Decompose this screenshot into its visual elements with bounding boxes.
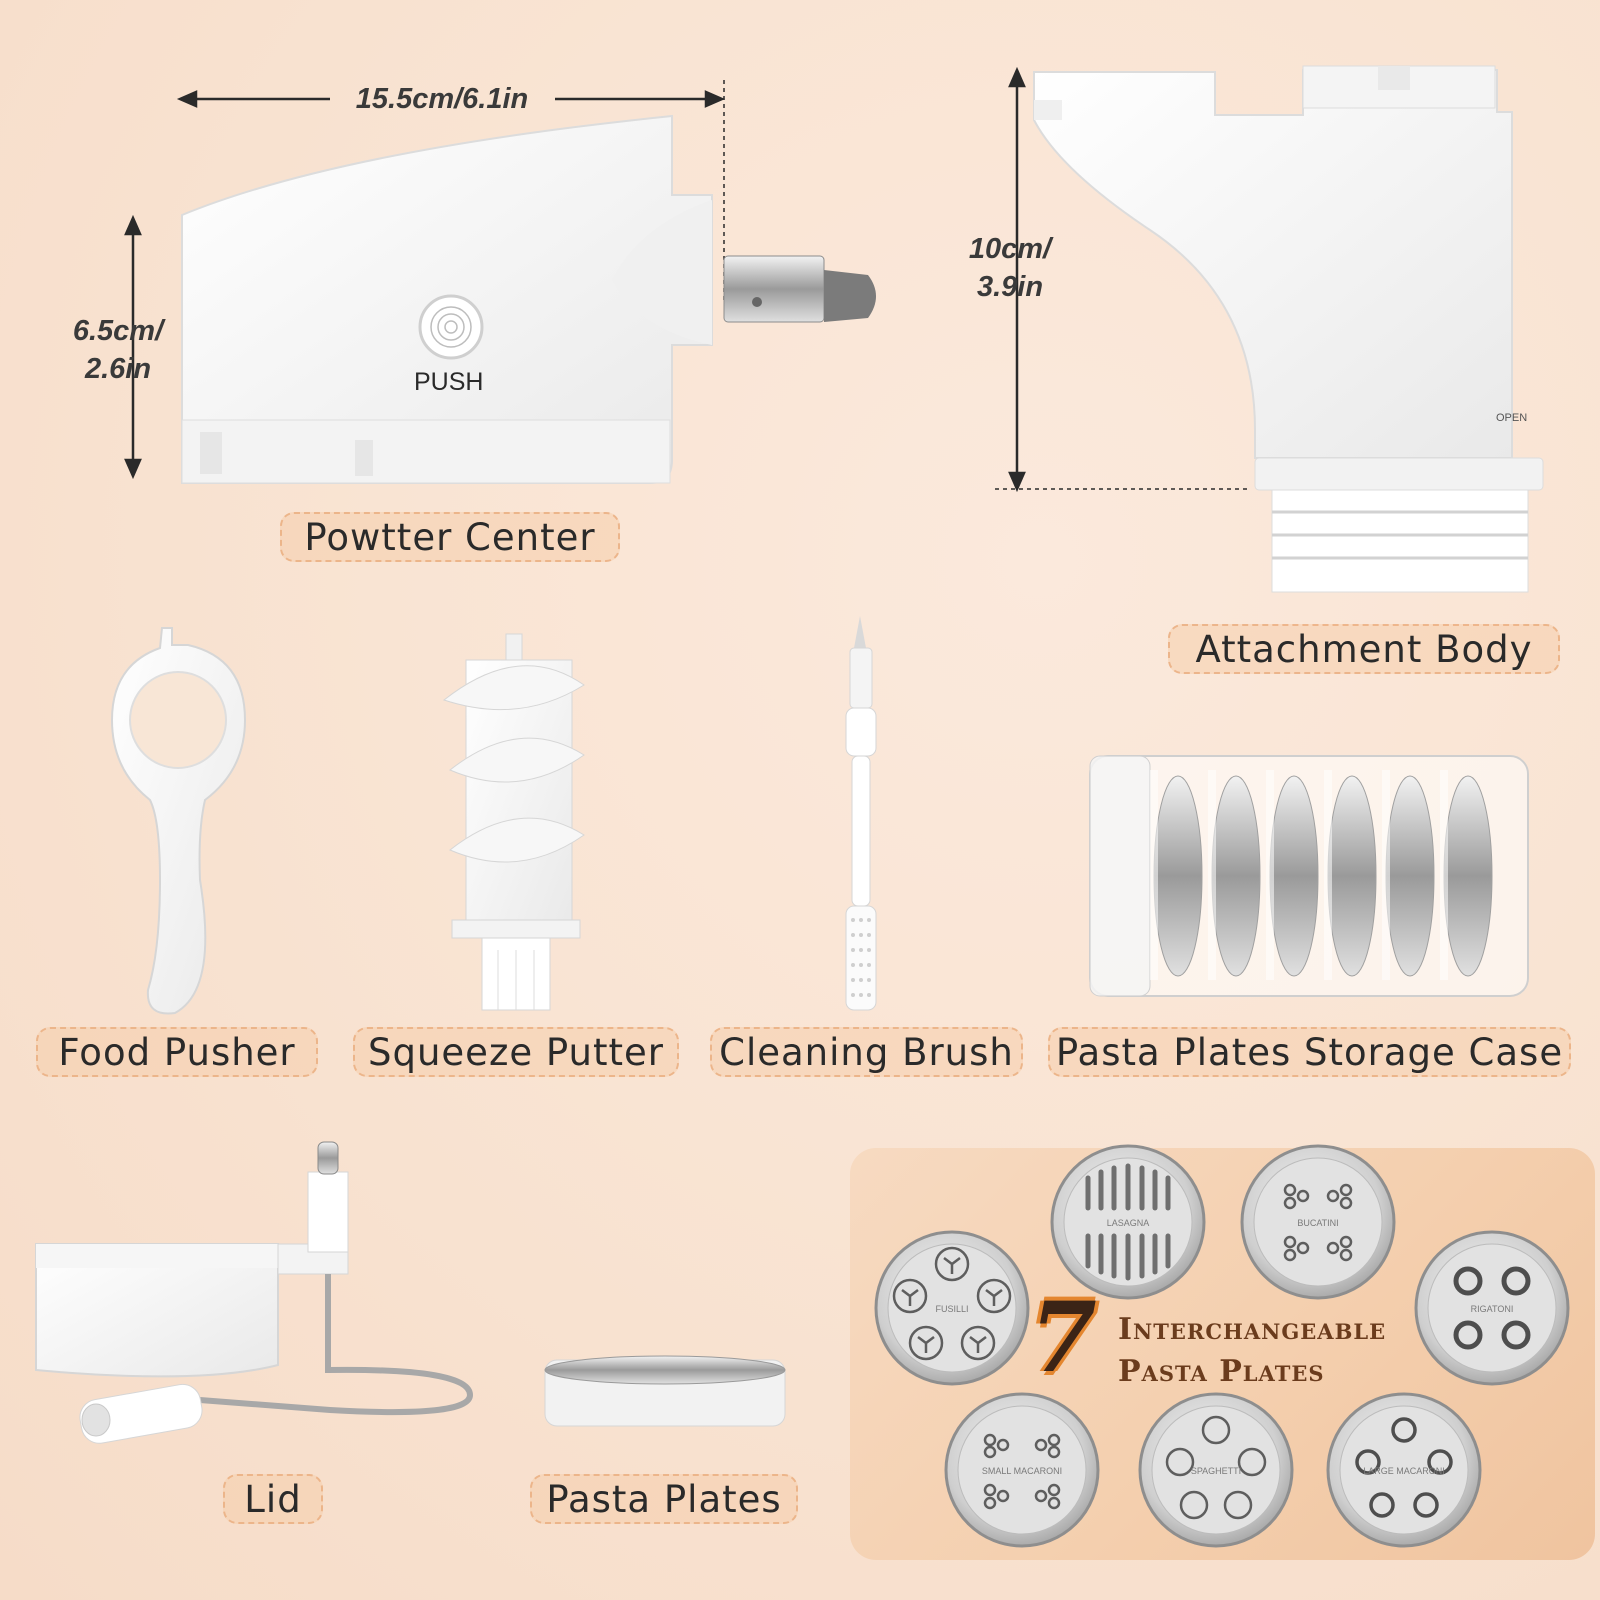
pasta-plate-image bbox=[544, 1355, 786, 1427]
plate-rigatoni: RIGATONI bbox=[1414, 1230, 1570, 1386]
squeeze-putter-label: Squeeze Putter bbox=[353, 1027, 679, 1077]
small-hole-pattern-icon bbox=[983, 1433, 1061, 1510]
height-dimension-line1: 6.5cm/ bbox=[72, 315, 164, 347]
plate-lasagna: LASAGNA bbox=[1050, 1144, 1206, 1300]
ring-pattern-icon bbox=[1453, 1266, 1531, 1350]
body-height-dimension-line2: 3.9in bbox=[976, 271, 1044, 303]
plate-name-bucatini: BUCATINI bbox=[1297, 1218, 1338, 1228]
hole-pattern-icon bbox=[1283, 1183, 1353, 1262]
power-center-image bbox=[181, 114, 876, 484]
plate-name-rigatoni: RIGATONI bbox=[1471, 1304, 1514, 1314]
food-pusher-image bbox=[110, 627, 247, 1015]
plate-fusilli: FUSILLI bbox=[874, 1230, 1030, 1386]
attachment-body-label: Attachment Body bbox=[1168, 624, 1560, 674]
width-dimension-arrow bbox=[176, 80, 726, 300]
height-dimension-line2: 2.6in bbox=[84, 353, 152, 385]
power-center-label: Powtter Center bbox=[280, 512, 620, 562]
body-height-dimension-arrow bbox=[995, 66, 1250, 493]
cleaning-brush-image bbox=[845, 616, 877, 1011]
plate-spaghetti: SPAGHETTI bbox=[1138, 1392, 1294, 1548]
plate-name-large-macaroni: LARGE MACARONI bbox=[1363, 1466, 1445, 1476]
headline-line1: Interchangeable bbox=[1118, 1312, 1387, 1347]
plate-large-macaroni: LARGE MACARONI bbox=[1326, 1392, 1482, 1548]
body-height-dimension-line1: 10cm/ bbox=[968, 233, 1052, 265]
slot-pattern-icon bbox=[1085, 1163, 1171, 1281]
height-dimension-arrow bbox=[124, 214, 142, 480]
food-pusher-label: Food Pusher bbox=[36, 1027, 318, 1077]
plate-name-small-macaroni: SMALL MACARONI bbox=[982, 1466, 1062, 1476]
cleaning-brush-label: Cleaning Brush bbox=[710, 1027, 1023, 1077]
plate-name-fusilli: FUSILLI bbox=[935, 1304, 968, 1314]
pasta-plates-label: Pasta Plates bbox=[530, 1474, 798, 1524]
plate-name-lasagna: LASAGNA bbox=[1107, 1218, 1150, 1228]
spiral-pattern-icon bbox=[892, 1246, 1012, 1361]
width-dimension: 15.5cm/6.1in bbox=[355, 83, 529, 115]
squeeze-putter-image bbox=[442, 633, 585, 1011]
headline-line2: Pasta Plates bbox=[1118, 1354, 1325, 1389]
lid-label: Lid bbox=[223, 1474, 323, 1524]
lid-image bbox=[35, 1141, 474, 1444]
plate-name-spaghetti: SPAGHETTI bbox=[1191, 1466, 1241, 1476]
plate-small-macaroni: SMALL MACARONI bbox=[944, 1392, 1100, 1548]
open-text: OPEN bbox=[1496, 412, 1527, 424]
plate-count: 7 bbox=[1030, 1281, 1097, 1394]
dot-pattern-icon bbox=[1165, 1415, 1267, 1520]
storage-case-label: Pasta Plates Storage Case bbox=[1048, 1027, 1571, 1077]
push-label: PUSH bbox=[414, 368, 484, 396]
storage-case-image bbox=[1089, 755, 1529, 997]
large-ring-pattern-icon bbox=[1355, 1417, 1453, 1518]
push-button bbox=[418, 294, 484, 360]
plate-bucatini: BUCATINI bbox=[1240, 1144, 1396, 1300]
attachment-body-image: OPEN bbox=[1033, 65, 1544, 593]
